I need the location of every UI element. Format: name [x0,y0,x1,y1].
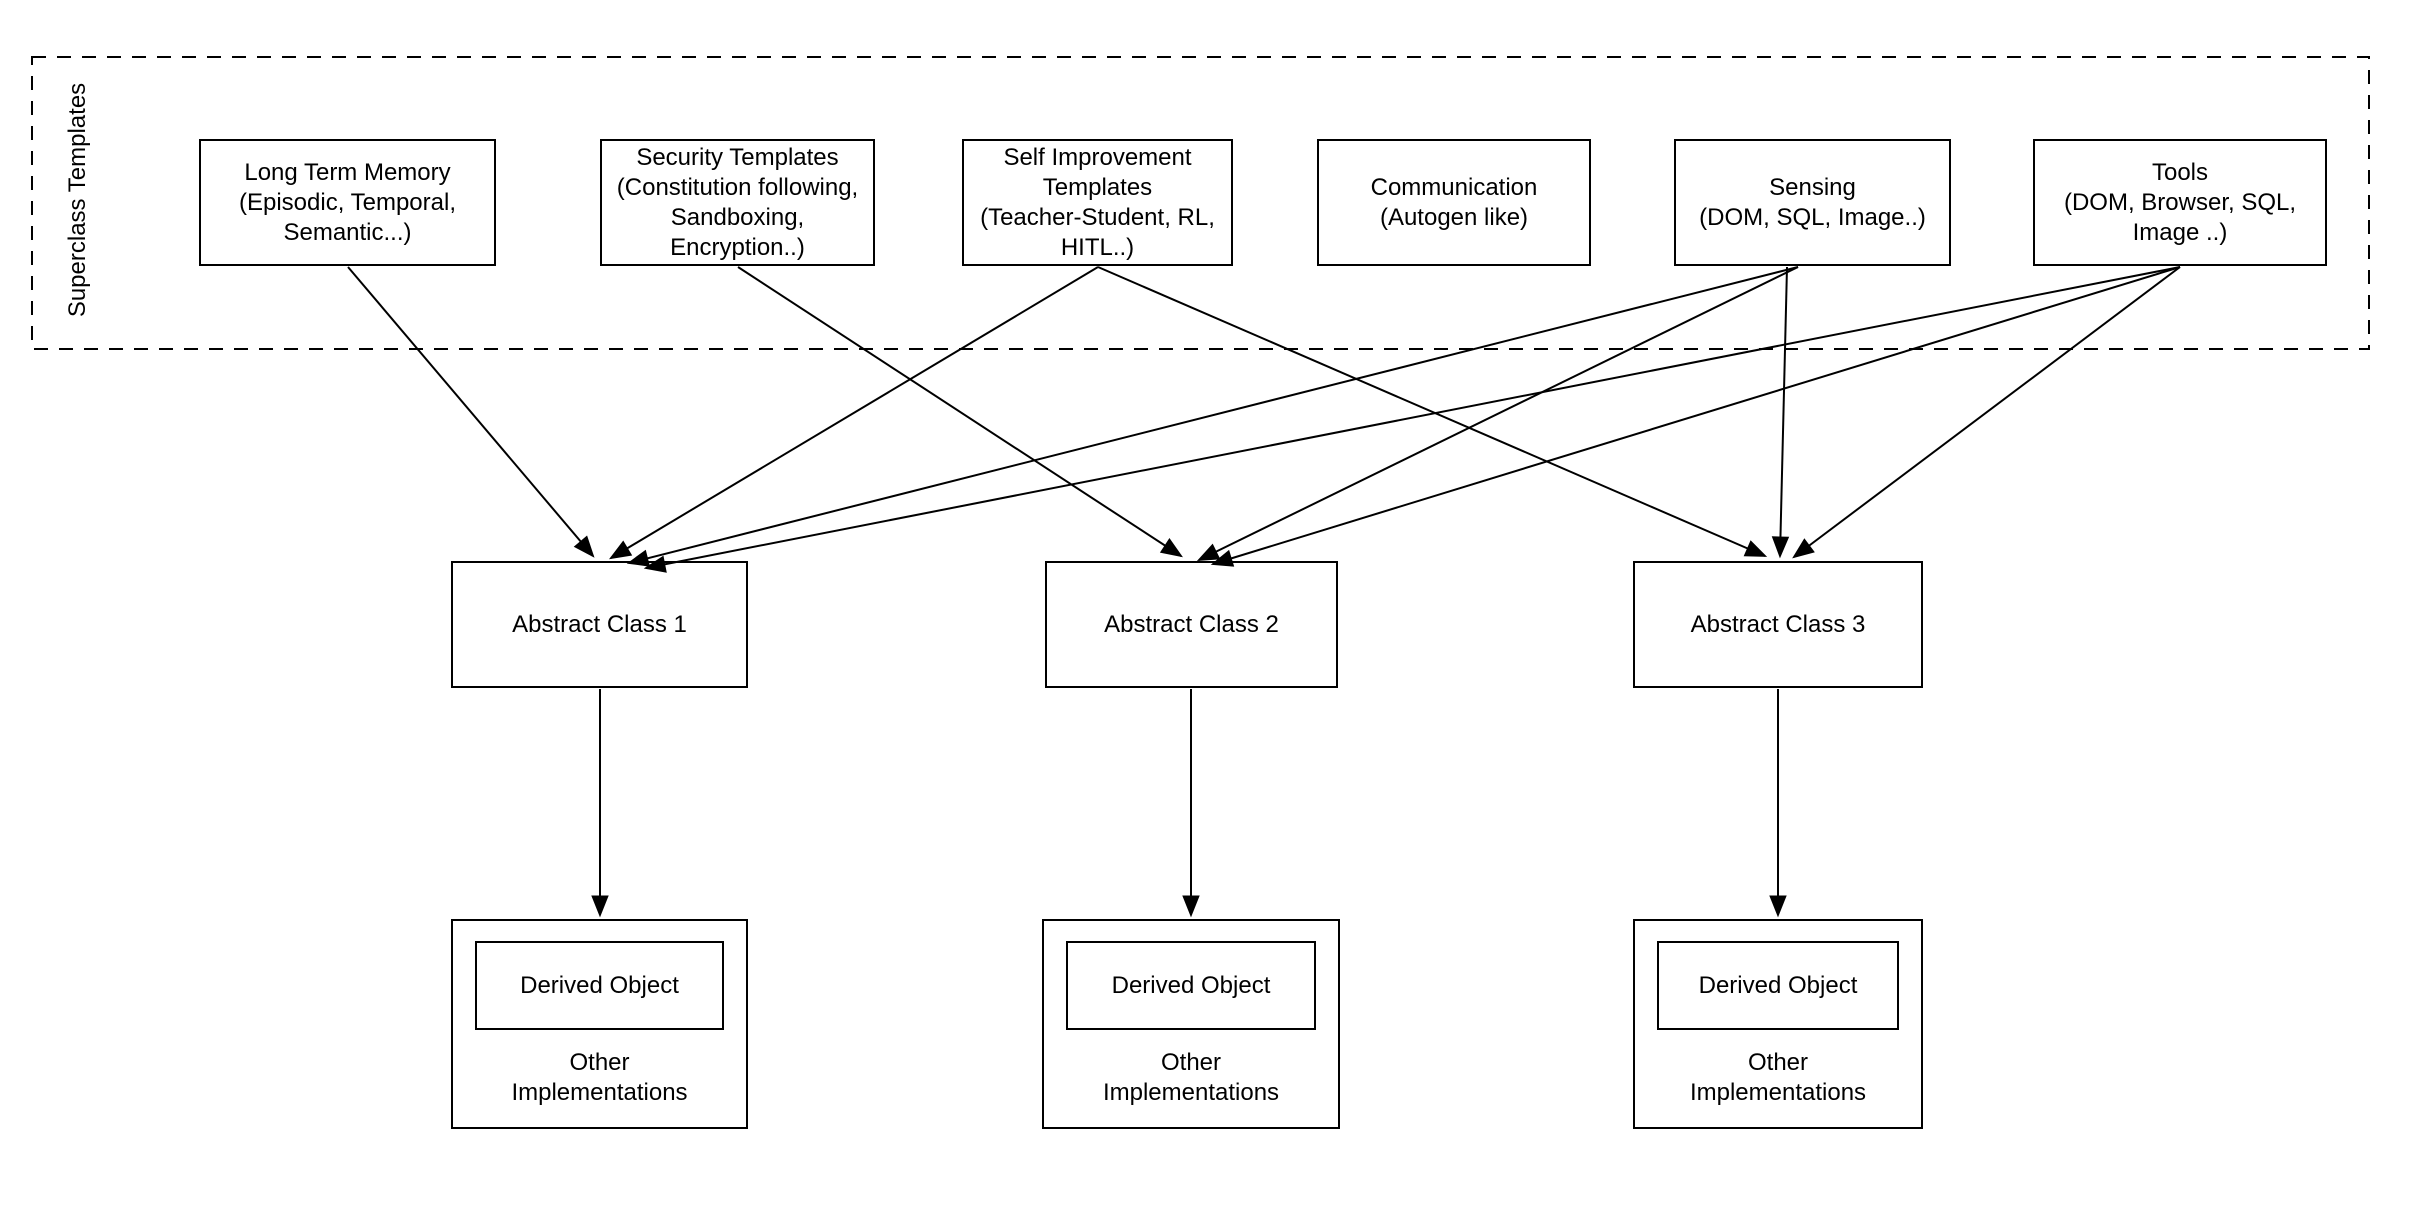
edge-security-to-ac2 [737,266,1183,558]
node-derived-object-3: Derived Object [1657,941,1899,1030]
node-derived-object-1: Derived Object [475,941,724,1030]
node-label: Abstract Class 2 [1104,610,1279,638]
edge-tools-to-ac1 [643,266,2181,573]
node-label: Derived Object [1698,971,1858,999]
edge-self_improvement-to-ac1 [608,266,1099,560]
container-implementations-2: Derived Object Other Implementations [1042,919,1340,1129]
node-tools: Tools (DOM, Browser, SQL, Image ..) [2033,139,2327,266]
container-implementations-1: Derived Object Other Implementations [451,919,748,1129]
node-label: Derived Object [520,971,679,999]
edge-sensing-to-ac3 [1771,266,1790,559]
node-derived-object-2: Derived Object [1066,941,1316,1030]
edge-tools-to-ac2 [1210,266,2181,567]
edge-tools-to-ac3 [1792,266,2181,559]
edge-self_improvement-to-ac3 [1097,266,1768,557]
node-label: Self Improvement Templates (Teacher-Stud… [980,143,1215,261]
node-abstract-class-3: Abstract Class 3 [1633,561,1923,688]
superclass-templates-group-label: Superclass Templates [64,82,91,318]
node-self-improvement-templates: Self Improvement Templates (Teacher-Stud… [962,139,1233,266]
edge-ltm-to-ac1 [347,266,595,558]
node-label: Communication (Autogen like) [1370,173,1538,231]
node-label: Long Term Memory (Episodic, Temporal, Se… [239,158,456,246]
other-implementations-label: Other Implementations [511,1049,688,1106]
node-label: Sensing (DOM, SQL, Image..) [1699,173,1926,231]
node-sensing: Sensing (DOM, SQL, Image..) [1674,139,1951,266]
node-label: Security Templates (Constitution followi… [616,143,859,261]
node-security-templates: Security Templates (Constitution followi… [600,139,875,266]
node-abstract-class-1: Abstract Class 1 [451,561,748,688]
container-implementations-3: Derived Object Other Implementations [1633,919,1923,1129]
other-implementations-label: Other Implementations [1689,1049,1867,1106]
node-label: Tools (DOM, Browser, SQL, Image ..) [2063,158,2297,246]
node-label: Abstract Class 3 [1690,610,1866,638]
node-long-term-memory: Long Term Memory (Episodic, Temporal, Se… [199,139,496,266]
edge-sensing-to-ac1 [626,266,1799,567]
node-label: Abstract Class 1 [512,610,687,638]
node-label: Derived Object [1111,971,1271,999]
other-implementations-label: Other Implementations [1102,1049,1280,1106]
node-communication: Communication (Autogen like) [1317,139,1591,266]
edge-sensing-to-ac2 [1196,266,1799,562]
node-abstract-class-2: Abstract Class 2 [1045,561,1338,688]
